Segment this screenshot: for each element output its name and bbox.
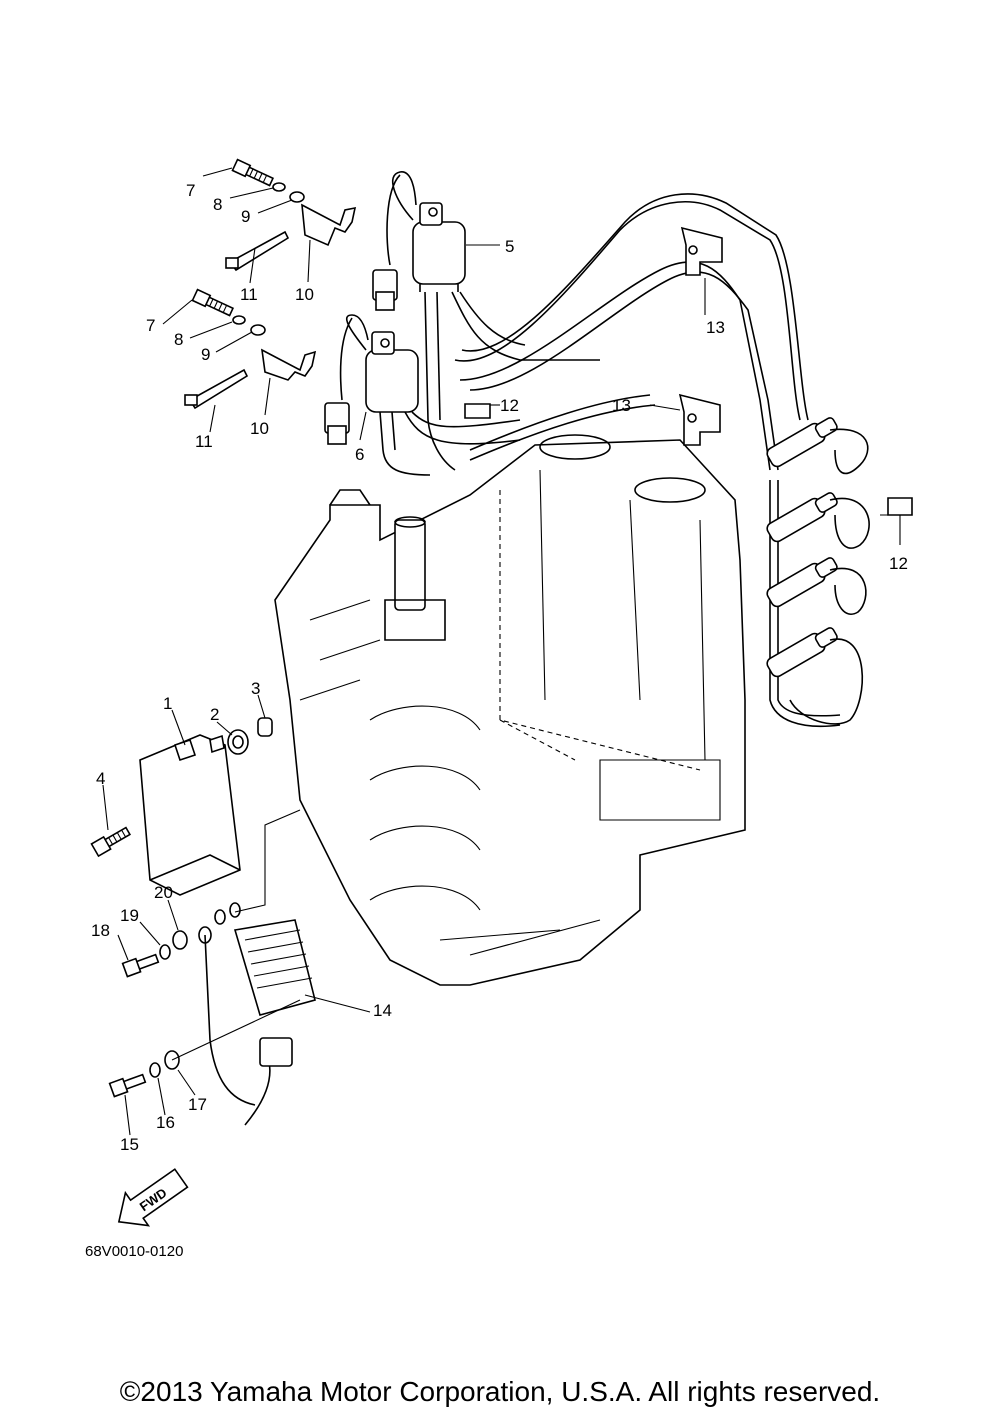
ignition-coil-upper [372,171,600,471]
lead-holders [464,226,913,516]
callout-13a: 13 [706,318,725,337]
callout-4: 4 [96,769,105,788]
engine-block [274,434,746,986]
callout-9a: 9 [241,207,250,226]
callout-8a: 8 [213,195,222,214]
cdi-unit-assembly [90,717,273,896]
callout-7b: 7 [146,316,155,335]
callout-13b: 13 [612,396,631,415]
ignition-coil-lower [324,314,521,476]
rectifier-regulator [198,919,316,1126]
mounting-hardware-upper [225,158,357,272]
callout-18: 18 [91,921,110,940]
spark-plug-leads [454,193,841,728]
callout-10b: 10 [250,419,269,438]
callout-5: 5 [505,237,514,256]
callout-7a: 7 [186,181,195,200]
callout-11b: 11 [195,432,213,451]
mounting-hardware-lower [184,288,317,410]
callout-15: 15 [120,1135,139,1154]
copyright-notice: ©2013 Yamaha Motor Corporation, U.S.A. A… [119,1376,881,1407]
callout-9b: 9 [201,345,210,364]
callout-12b: 12 [889,554,908,573]
small-hardware [108,902,241,1098]
drawing-code: 68V0010-0120 [85,1243,183,1260]
callout-3: 3 [251,679,260,698]
fwd-direction-arrow: FWD [117,1168,189,1227]
callout-11a: 11 [240,285,258,304]
callout-16: 16 [156,1113,175,1132]
plug-caps [766,417,870,725]
callout-1: 1 [163,694,172,713]
part-callouts: 7 8 9 5 11 10 7 13 8 9 12 13 11 10 6 12 … [91,181,908,1154]
callout-19: 19 [120,906,139,925]
callout-14: 14 [373,1001,392,1020]
callout-20: 20 [154,883,173,902]
callout-10a: 10 [295,285,314,304]
callout-17: 17 [188,1095,207,1114]
callout-6: 6 [355,445,364,464]
callout-12a: 12 [500,396,519,415]
leader-lines [102,167,901,1136]
callout-8b: 8 [174,330,183,349]
callout-2: 2 [210,705,219,724]
